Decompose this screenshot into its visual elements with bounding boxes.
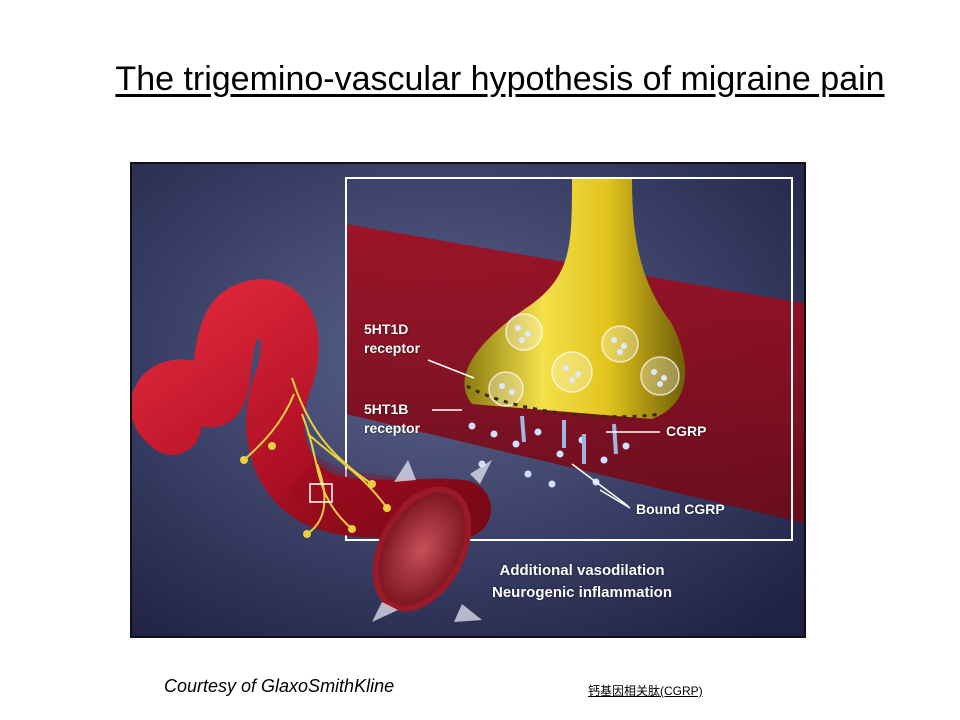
label-5ht1d-line2: receptor (364, 340, 421, 356)
label-bound-cgrp: Bound CGRP (636, 501, 725, 517)
label-5ht1b-receptor: 5HT1B receptor (364, 400, 420, 438)
label-effects: Additional vasodilation Neurogenic infla… (482, 560, 682, 604)
image-credit: Courtesy of GlaxoSmithKline (164, 676, 395, 696)
blood-vessel (132, 279, 491, 612)
dilation-arrows (372, 460, 492, 622)
receptor-stalks (520, 415, 618, 464)
label-additional-vasodilation: Additional vasodilation (499, 562, 665, 579)
illustration-artwork (132, 164, 804, 636)
slide-title: The trigemino-vascular hypothesis of mig… (115, 60, 885, 98)
label-cgrp: CGRP (666, 423, 707, 439)
zoom-box (309, 483, 333, 503)
inset-frame (345, 177, 793, 541)
label-5ht1b-line2: receptor (364, 420, 421, 436)
label-5ht1b-line1: 5HT1B (364, 401, 409, 417)
cgrp-link[interactable]: 钙基因相关肽(CGRP) (588, 684, 703, 698)
label-pointers (427, 359, 660, 509)
migraine-illustration: 5HT1D receptor 5HT1B receptor CGRP Bound… (130, 162, 806, 638)
trigeminal-nerve (243, 377, 388, 535)
vesicles (488, 313, 680, 407)
nerve-endings (240, 442, 391, 538)
label-5ht1d-receptor: 5HT1D receptor (364, 320, 420, 358)
label-neurogenic-inflammation: Neurogenic inflammation (491, 584, 673, 601)
nerve-terminal (464, 178, 686, 419)
label-5ht1d-line1: 5HT1D (364, 321, 409, 337)
